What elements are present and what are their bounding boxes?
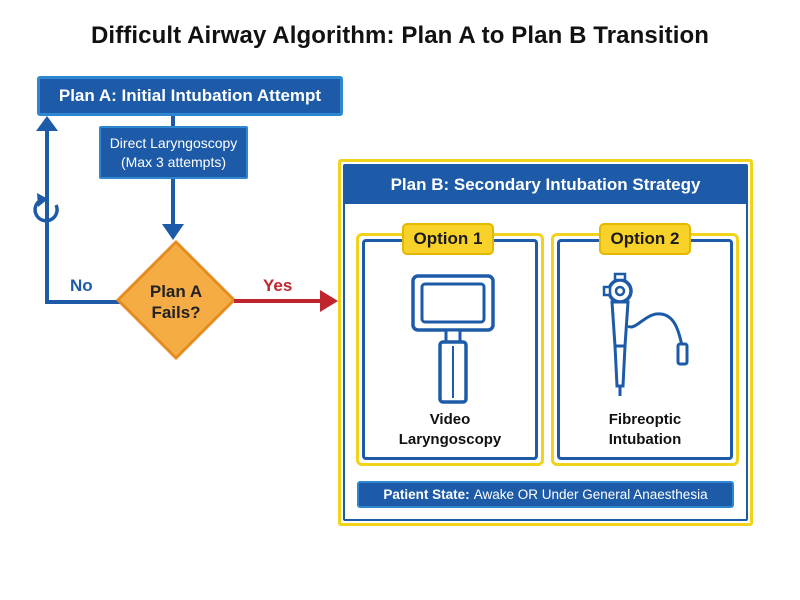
patient-state-value: Awake OR Under General Anaesthesia — [473, 487, 708, 502]
option-2-label: Fibreoptic Intubation — [551, 410, 739, 450]
decision-label: Plan A Fails? — [126, 281, 226, 323]
plan-b-inner-frame — [343, 164, 748, 521]
patient-state-label: Patient State: — [383, 487, 470, 502]
plan-a-box: Plan A: Initial Intubation Attempt — [37, 76, 343, 116]
decision-line-1: Plan A — [149, 282, 203, 301]
yes-label: Yes — [263, 276, 293, 295]
arrowhead-right-icon — [320, 290, 338, 312]
option-2-label-line-2: Intubation — [608, 431, 682, 448]
arrowhead-down-icon — [162, 224, 184, 240]
plan-a-method-line-1: Direct Laryngoscopy — [109, 135, 238, 151]
no-label: No — [70, 276, 93, 295]
diagram-title: Difficult Airway Algorithm: Plan A to Pl… — [91, 22, 709, 49]
patient-state-bar: Patient State: Awake OR Under General An… — [357, 481, 734, 508]
option-2-badge: Option 2 — [599, 223, 691, 255]
option-1-label-line-1: Video — [429, 411, 471, 428]
option-2-label-line-1: Fibreoptic — [608, 411, 682, 428]
connector-no-loop — [45, 128, 120, 304]
option-1-label: Video Laryngoscopy — [356, 410, 544, 450]
plan-a-method-box: Direct Laryngoscopy (Max 3 attempts) — [99, 126, 248, 179]
video-laryngoscope-icon — [411, 274, 495, 404]
option-card-video-laryngoscopy — [356, 233, 544, 466]
plan-b-header: Plan B: Secondary Intubation Strategy — [345, 166, 746, 204]
decision-line-2: Fails? — [151, 303, 201, 322]
option-1-label-line-2: Laryngoscopy — [398, 431, 502, 448]
plan-a-method-line-2: (Max 3 attempts) — [120, 154, 227, 170]
option-1-badge: Option 1 — [402, 223, 494, 255]
retry-loop-icon — [33, 193, 59, 223]
decision-diamond — [115, 239, 237, 361]
option-card-fibreoptic-intubation — [551, 233, 739, 466]
arrowhead-up-icon — [36, 116, 58, 131]
fibreoptic-scope-icon — [602, 272, 689, 396]
